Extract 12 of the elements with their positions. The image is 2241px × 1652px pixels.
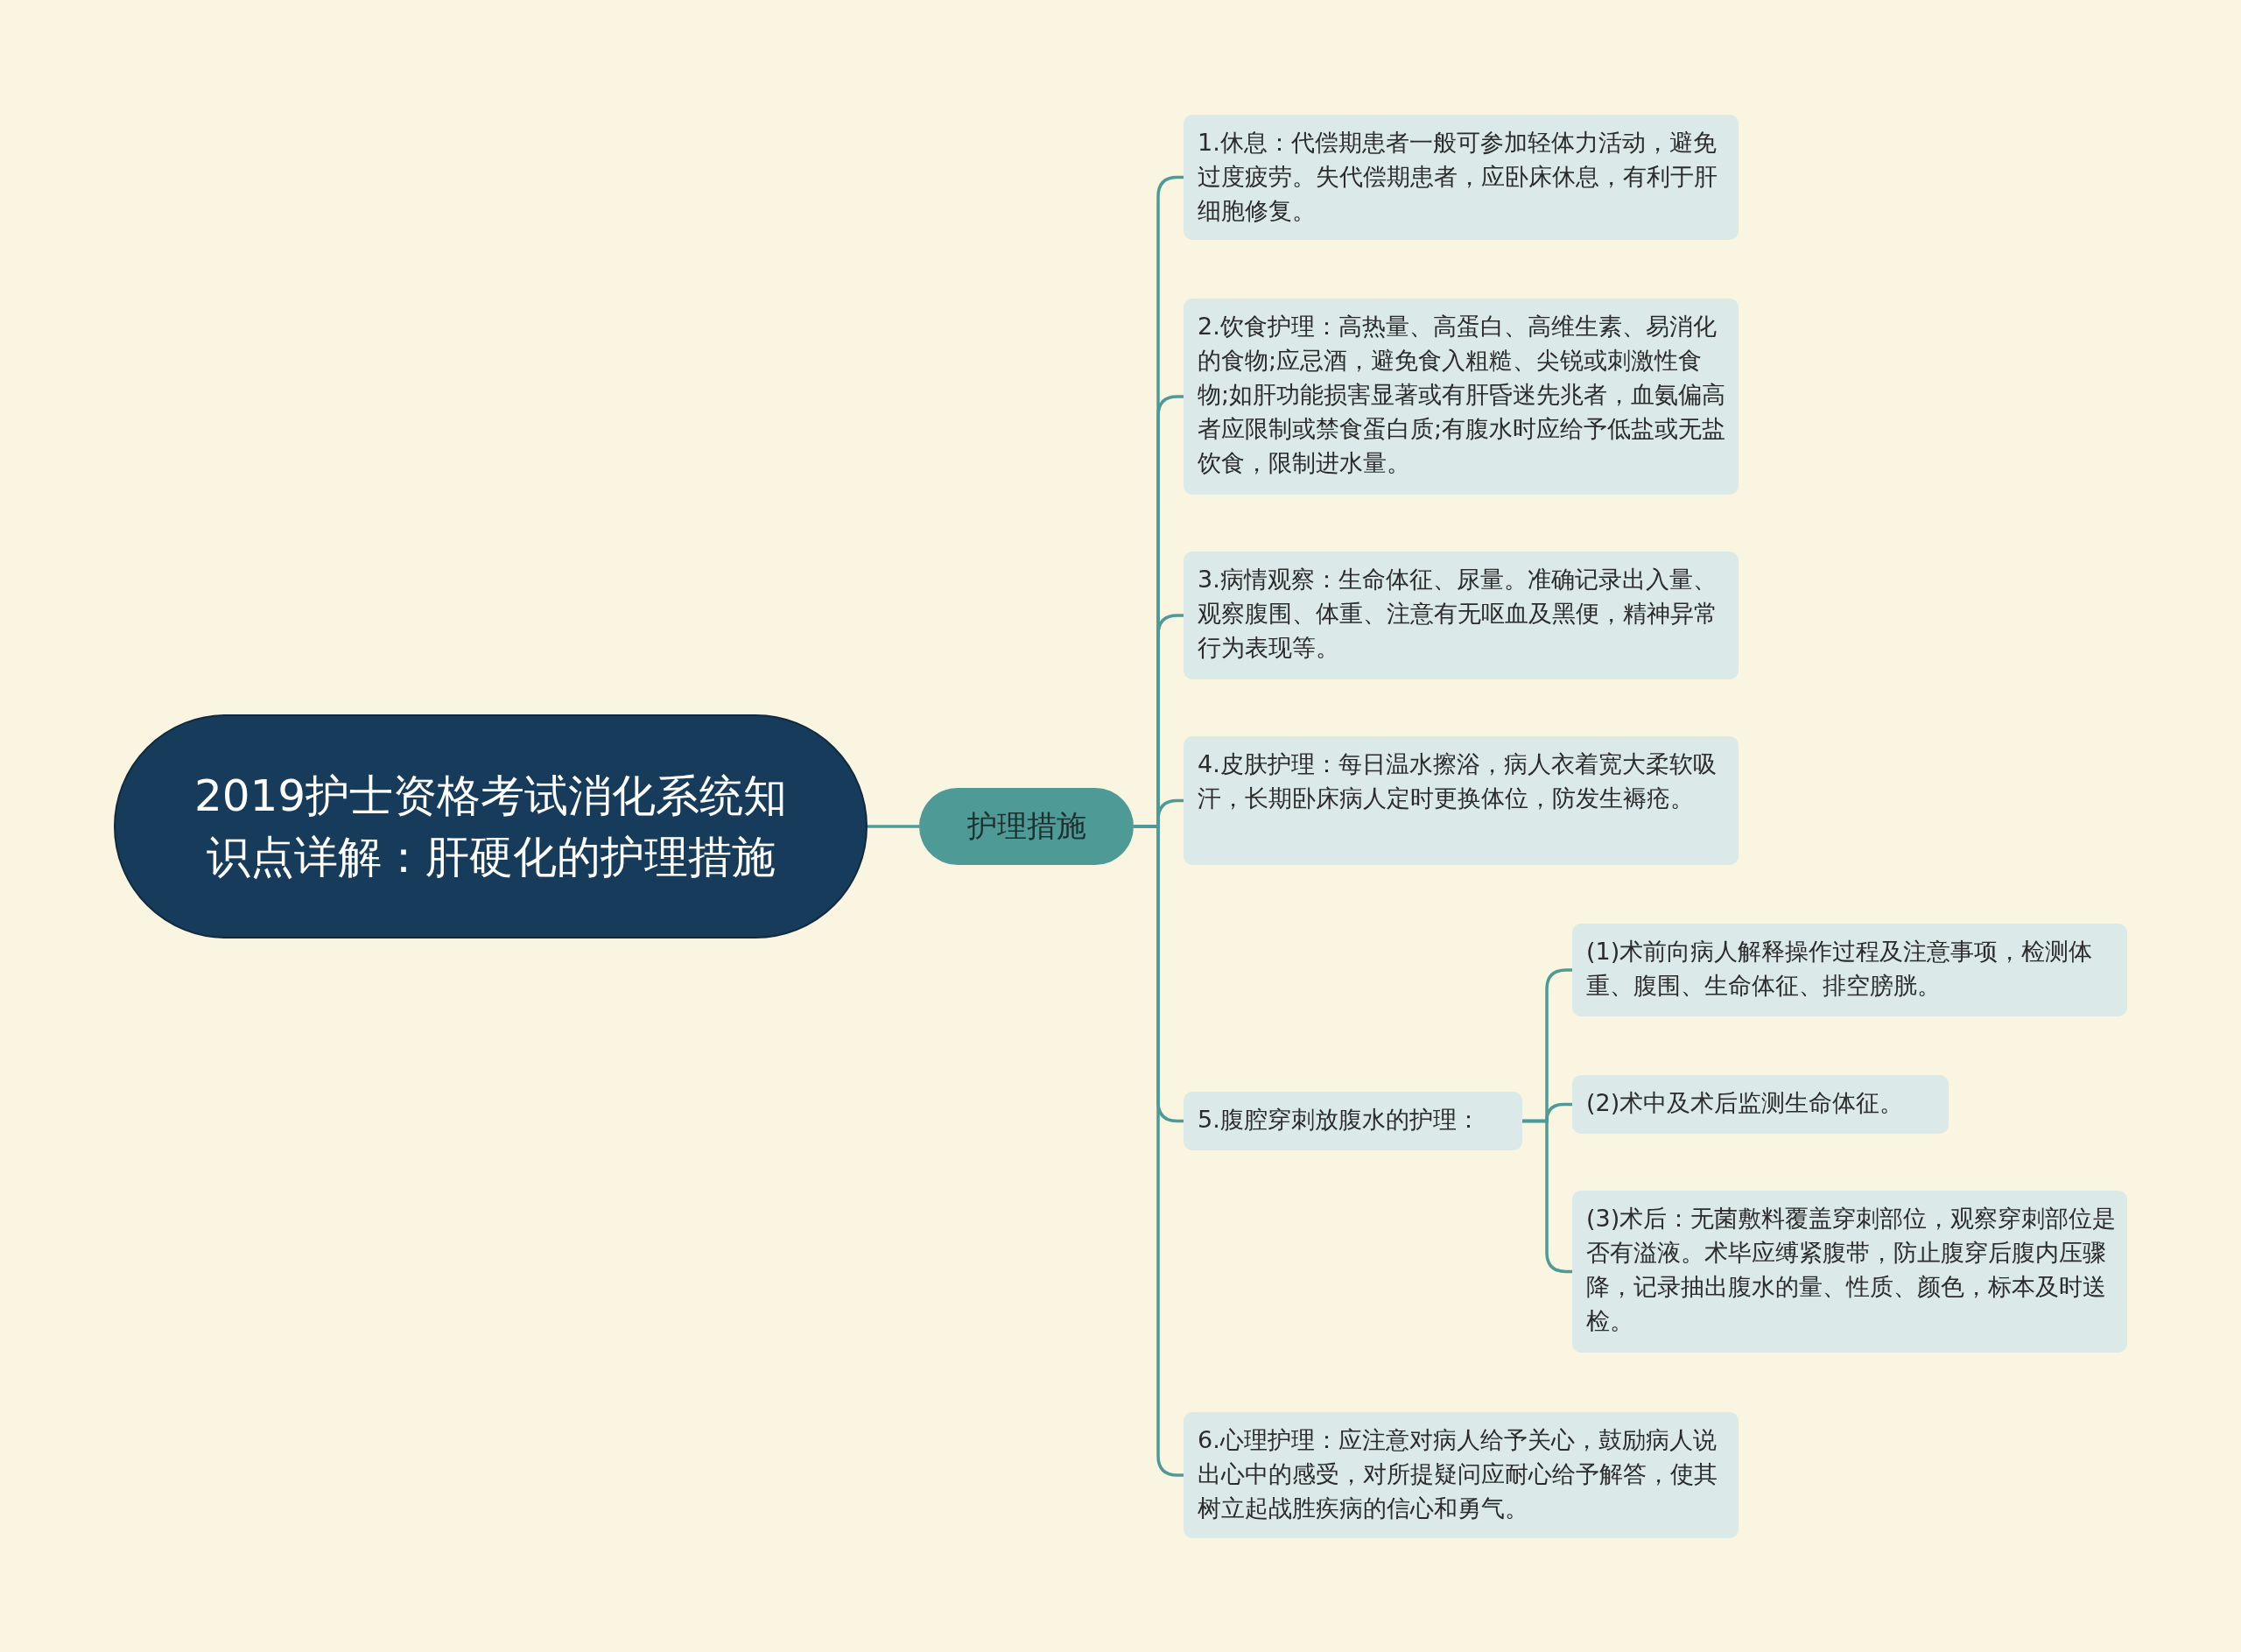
note-box: 6.心理护理：应注意对病人给予关心，鼓励病人说出心中的感受，对所提疑问应耐心给予解答，使其树立起战胜疾病的信心和勇气。 xyxy=(1184,1412,1739,1538)
note-box: 5.腹腔穿刺放腹水的护理： xyxy=(1184,1092,1522,1150)
note-box: (3)术后：无菌敷料覆盖穿刺部位，观察穿刺部位是否有溢液。术毕应缚紧腹带，防止腹穿后腹内压骤降，记录抽出腹水的量、性质、颜色，标本及时送检。 xyxy=(1572,1191,2127,1353)
topic-box: 护理措施 xyxy=(919,788,1134,865)
note-box: (1)术前向病人解释操作过程及注意事项，检测体重、腹围、生命体征、排空膀胱。 xyxy=(1572,924,2127,1016)
note-box: 3.病情观察：生命体征、尿量。准确记录出入量、观察腹围、体重、注意有无呕血及黑便，精神异常行为表现等。 xyxy=(1184,552,1739,679)
note-box: (2)术中及术后监测生命体征。 xyxy=(1572,1075,1949,1134)
connector-line xyxy=(868,825,919,828)
central-topic: 2019护士资格考试消化系统知识点详解：肝硬化的护理措施 xyxy=(114,714,868,938)
note-box: 2.饮食护理：高热量、高蛋白、高维生素、易消化的食物;应忌酒，避免食入粗糙、尖锐或刺激性食物;如肝功能损害显著或有肝昏迷先兆者，血氨偏高者应限制或禁食蛋白质;有腹水时应给予低盐或无盐饮食，限制进水量。 xyxy=(1184,299,1739,495)
note-box: 4.皮肤护理：每日温水擦浴，病人衣着宽大柔软吸汗，长期卧床病人定时更换体位，防发生褥疮。 xyxy=(1184,736,1739,865)
note-box: 1.休息：代偿期患者一般可参加轻体力活动，避免过度疲劳。失代偿期患者，应卧床休息，有利于肝细胞修复。 xyxy=(1184,115,1739,240)
